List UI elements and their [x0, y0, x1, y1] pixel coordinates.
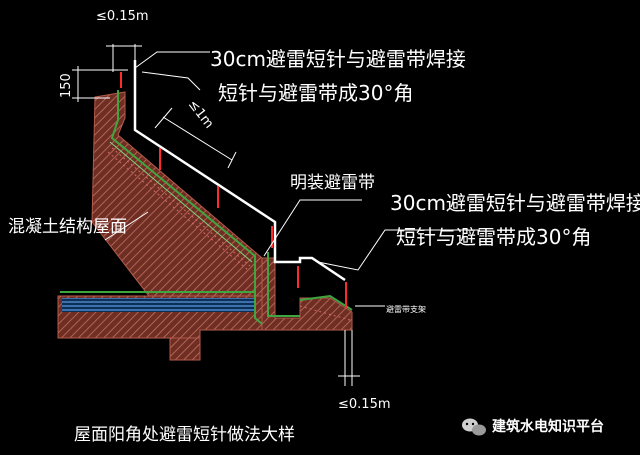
weld-label-top: 30cm避雷短针与避雷带焊接 [210, 47, 466, 71]
roof-tile-dots [107, 147, 351, 321]
drawing-caption: 屋面阳角处避雷短针做法大样 [74, 425, 295, 445]
dimension-lines [72, 44, 360, 386]
waterproof-layers [60, 90, 353, 325]
upper-parapet [91, 91, 263, 327]
exposed-tape-label: 明装避雷带 [290, 173, 375, 193]
angle-label-top: 短针与避雷带成30°角 [218, 81, 413, 105]
watermark-text: 建筑水电知识平台 [492, 418, 604, 435]
dim-top-text: ≤0.15m [96, 9, 149, 24]
lightning-tape [133, 60, 346, 282]
leader-lines [104, 51, 480, 307]
support-label: 避雷带支架 [386, 304, 426, 314]
support-beam [169, 337, 201, 361]
weld-label-right: 30cm避雷短针与避雷带焊接 [390, 191, 640, 215]
dim-bottom-text: ≤0.15m [338, 397, 391, 412]
water-layer [62, 298, 254, 312]
dim-height-text: 150 [59, 73, 74, 98]
watermark: 建筑水电知识平台 [462, 418, 604, 436]
angle-label-right: 短针与避雷带成30°角 [396, 225, 591, 249]
dim-spacing-text: ≤1m [185, 97, 216, 131]
concrete-roof-label: 混凝土结构屋面 [8, 217, 127, 237]
wechat-icon [462, 418, 486, 436]
lower-parapet [261, 257, 353, 331]
